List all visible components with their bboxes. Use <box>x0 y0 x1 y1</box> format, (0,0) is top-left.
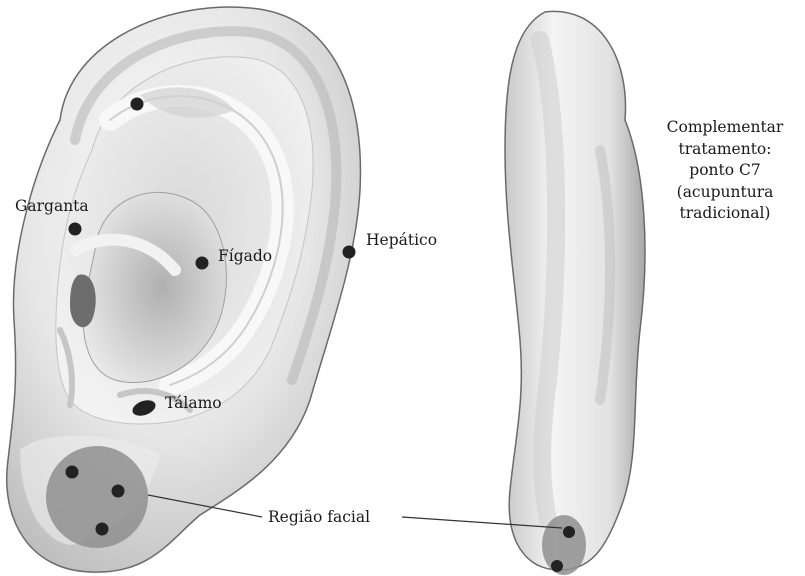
label-garganta: Garganta <box>15 197 89 216</box>
ear-back-outline <box>505 11 645 570</box>
note-line: tradicional) <box>650 203 800 225</box>
point-back-1 <box>563 526 575 538</box>
point-garganta <box>69 223 82 236</box>
label-figado: Fígado <box>218 247 272 266</box>
note-line: (acupuntura <box>650 182 800 204</box>
point-back-2 <box>551 560 563 572</box>
label-regiao-facial: Região facial <box>268 508 370 527</box>
label-hepatico: Hepático <box>366 231 437 250</box>
point-upper <box>131 98 144 111</box>
point-facial-1 <box>66 466 79 479</box>
point-figado <box>196 257 209 270</box>
note-line: ponto C7 <box>650 160 800 182</box>
facial-region-back <box>542 515 586 575</box>
point-facial-2 <box>112 485 125 498</box>
treatment-note: Complementar tratamento: ponto C7 (acupu… <box>650 117 800 225</box>
point-facial-3 <box>96 523 109 536</box>
point-hepatico <box>343 246 356 259</box>
note-line: tratamento: <box>650 139 800 161</box>
note-line: Complementar <box>650 117 800 139</box>
label-talamo: Tálamo <box>165 394 222 413</box>
